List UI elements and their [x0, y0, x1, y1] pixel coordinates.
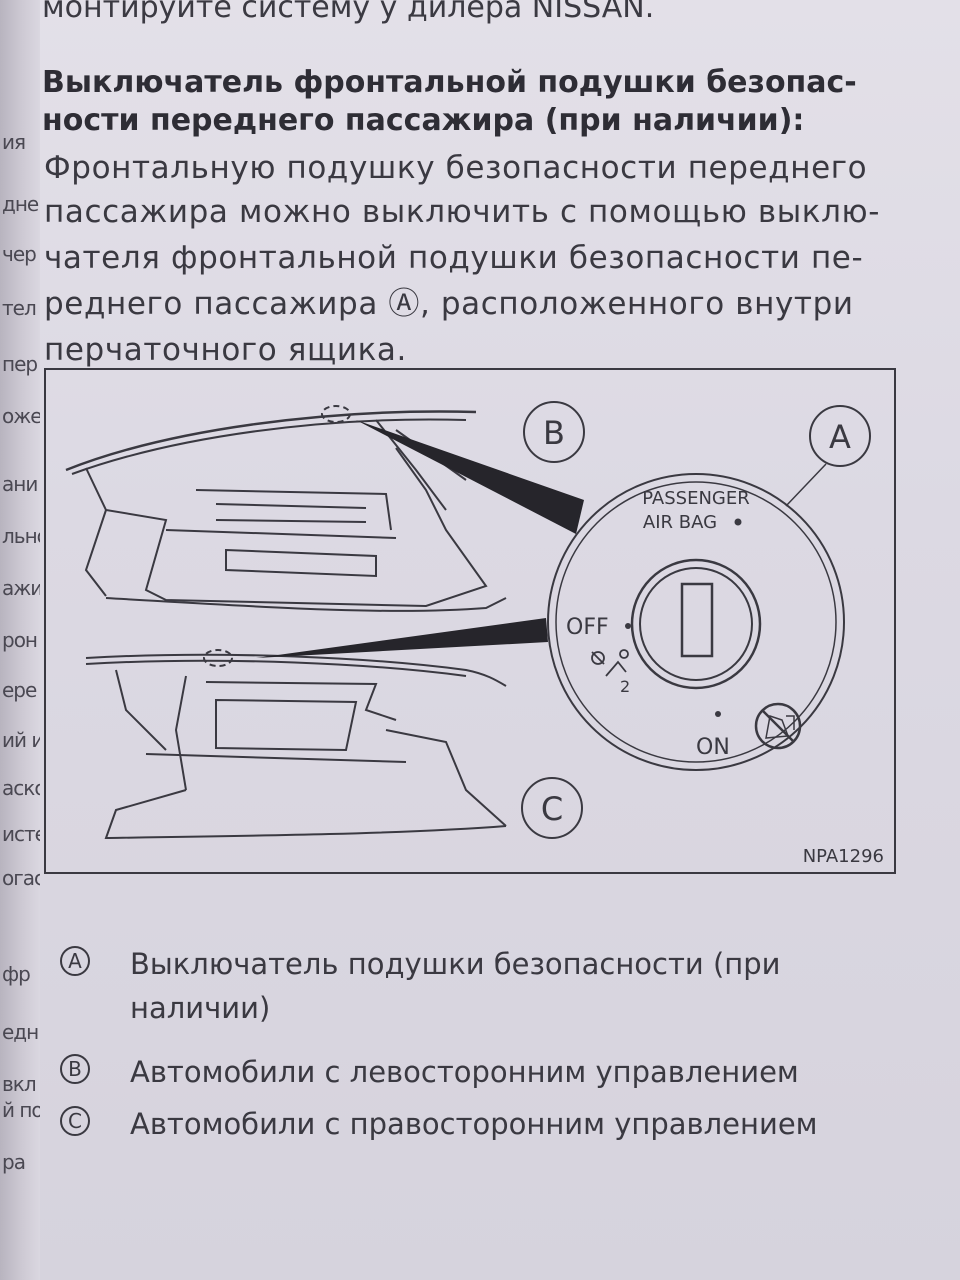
leader-wedge-b [356, 420, 584, 534]
body-text-line: чателя фронтальной подушки безопасности … [44, 240, 864, 276]
indicator-dot [734, 518, 742, 526]
callout-b-label: B [543, 414, 565, 452]
legend-mark: C [60, 1106, 90, 1136]
glovebox-lhd-illustration [65, 405, 507, 612]
off-dot [625, 623, 631, 629]
body-text-line: перчаточного ящика. [44, 332, 407, 368]
switch-dial [630, 558, 762, 690]
callout-a: A [785, 405, 871, 507]
body-text-line: Фронтальную подушку безопасности передне… [44, 150, 868, 186]
gutter-fragment: ажир [2, 576, 40, 600]
callout-a-label: A [829, 418, 851, 456]
switch-label-line-2: AIR BAG [643, 512, 717, 533]
legend-item-a: A Выключатель подушки безопасности (при … [60, 942, 920, 1030]
legend-text-line: наличии) [130, 991, 271, 1025]
legend-item-c: C Автомобили с правосторонним управление… [60, 1102, 920, 1146]
gutter-fragment: пер [2, 352, 38, 376]
gutter-fragment: едн [2, 1020, 39, 1044]
switch-label-line-1: PASSENGER [642, 488, 750, 509]
glovebox-rhd-illustration [85, 649, 507, 840]
body-text-line: пассажира можно выключить с помощью выкл… [44, 194, 881, 230]
switch-dial-inner [639, 567, 753, 681]
top-line-text: монтируйте систему у дилера NISSAN. [42, 0, 655, 25]
switch-outer-ring [547, 473, 845, 771]
heading-line: Выключатель фронтальной подушки безопас- [42, 65, 857, 100]
child-seat-icon [754, 702, 802, 750]
gutter-fragment: дне [2, 192, 39, 216]
legend-mark: A [60, 946, 90, 976]
gutter-fragment: исте [2, 822, 40, 846]
gutter-fragment: чер [2, 242, 37, 266]
legend-mark: B [60, 1054, 90, 1084]
airbag-switch-figure: PASSENGER AIR BAG OFF 2 ON [44, 368, 896, 874]
gutter-fragment: льно [2, 524, 40, 548]
figure-illustration: PASSENGER AIR BAG OFF 2 ON [65, 401, 884, 867]
gutter-fragment: ра [2, 1150, 26, 1174]
legend-item-b: B Автомобили с левосторонним управлением [60, 1050, 920, 1094]
legend-text-line: Выключатель подушки безопасности (при [130, 947, 781, 981]
gutter-fragment: аско [2, 776, 40, 800]
gutter-fragment: й по [2, 1098, 40, 1122]
svg-text:2: 2 [620, 677, 630, 696]
figure-code: NPA1296 [803, 846, 884, 867]
gutter-fragment: оже [2, 404, 40, 428]
airbag-off-icon: 2 [591, 649, 630, 696]
leader-wedge-c [256, 618, 548, 658]
gutter-fragment: ия [2, 130, 26, 154]
gutter-fragment: ий и [2, 728, 40, 752]
previous-page-gutter: ия дне чер тел пер оже ани льно ажир рон… [0, 0, 40, 1280]
callout-c-label: C [541, 790, 563, 828]
gutter-fragment: огас [2, 866, 40, 890]
callout-b: B [523, 401, 585, 463]
gutter-fragment: ере [2, 678, 37, 702]
gutter-fragment: фр [2, 962, 31, 986]
legend-text: Автомобили с левосторонним управлением [130, 1055, 799, 1089]
body-text-line: реднего пассажира Ⓐ, расположенного внут… [44, 286, 854, 322]
legend-text: Выключатель подушки безопасности (при на… [130, 942, 780, 1030]
callout-c: C [521, 777, 583, 839]
on-label: ON [696, 735, 730, 760]
section-heading: Выключатель фронтальной подушки безопас-… [42, 64, 902, 140]
gutter-fragment: ани [2, 472, 38, 496]
heading-line: ности переднего пассажира (при наличии): [42, 103, 805, 138]
off-label: OFF [566, 615, 609, 640]
legend-text: Автомобили с правосторонним управлением [130, 1107, 818, 1141]
key-slot [680, 582, 714, 658]
gutter-fragment: вкл [2, 1072, 37, 1096]
gutter-fragment: рон [2, 628, 38, 652]
on-dot [715, 711, 721, 717]
gutter-fragment: тел [2, 296, 37, 320]
switch-inner-ring [555, 481, 837, 763]
